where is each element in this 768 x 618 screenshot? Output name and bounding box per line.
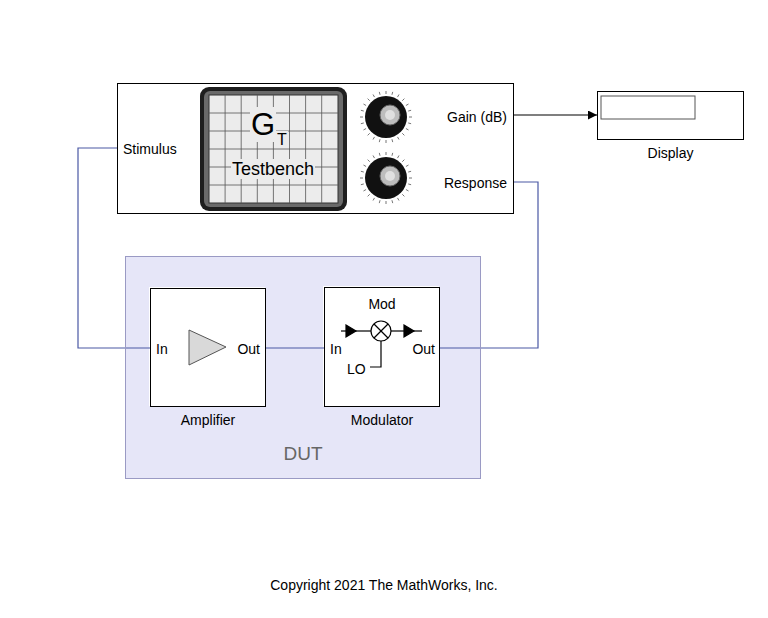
scope-screen xyxy=(209,95,338,203)
amplifier-symbol xyxy=(189,330,226,365)
port-label: Out xyxy=(237,341,260,357)
text-slot: In xyxy=(330,341,342,357)
text-slot: LO xyxy=(347,361,366,377)
block-name: Display xyxy=(648,145,694,161)
text-slot: T xyxy=(276,131,288,149)
port-label: In xyxy=(156,341,168,357)
display-block: Display xyxy=(597,91,744,140)
port-label: LO xyxy=(347,361,366,377)
icon-letter: G xyxy=(250,107,276,142)
text-slot: In xyxy=(156,341,168,357)
modulator-block: ModInOutLOModulator xyxy=(324,287,440,407)
text-slot: Copyright 2021 The MathWorks, Inc. xyxy=(84,577,684,593)
connector-line xyxy=(266,347,324,348)
dut-group: DUT In OutAmplifier ModIn OutLO Modulator xyxy=(125,256,481,479)
icon-title: Testbench xyxy=(231,159,315,179)
amplifier-fill xyxy=(149,287,265,406)
copyright-caption: Copyright 2021 The MathWorks, Inc. xyxy=(270,577,497,593)
text-slot: Out xyxy=(412,341,435,357)
display-window xyxy=(601,96,695,119)
modulator-symbol xyxy=(341,321,422,367)
scope-bezel xyxy=(204,91,343,207)
amplifier-block: InOutAmplifier xyxy=(150,288,266,407)
port-label: Stimulus xyxy=(123,141,177,157)
connector-line xyxy=(78,148,150,348)
group-name: DUT xyxy=(283,443,322,464)
scope-knobs xyxy=(360,91,412,204)
port-label: In xyxy=(330,341,342,357)
port-label: Out xyxy=(412,341,435,357)
text-slot: Out xyxy=(237,341,260,357)
text-slot: G xyxy=(250,108,276,147)
testbench-block: Stimulus Gain (dB) Response xyxy=(117,83,514,214)
text-slot: Modulator xyxy=(285,412,479,428)
text-slot: Mod xyxy=(285,296,479,312)
block-name: Modulator xyxy=(351,412,413,428)
text-slot: Response xyxy=(444,175,507,191)
connector-line xyxy=(514,114,597,115)
port-label: Response xyxy=(444,175,507,191)
text-slot: Testbench xyxy=(173,159,373,180)
modulator-fill xyxy=(323,286,439,406)
scope-body xyxy=(200,87,347,211)
scope-grid xyxy=(209,95,338,203)
text-slot: Stimulus xyxy=(123,141,177,157)
text-slot: DUT xyxy=(86,443,520,466)
connector-line xyxy=(440,182,538,348)
text-slot: Display xyxy=(558,145,768,161)
text-slot: Gain (dB) xyxy=(447,109,507,125)
text-slot: Amplifier xyxy=(111,412,305,428)
dut-fill xyxy=(125,256,481,479)
port-label: Gain (dB) xyxy=(447,109,507,125)
block-name: Amplifier xyxy=(181,412,235,428)
icon-subscript: T xyxy=(276,131,288,148)
block-title: Mod xyxy=(368,296,395,312)
